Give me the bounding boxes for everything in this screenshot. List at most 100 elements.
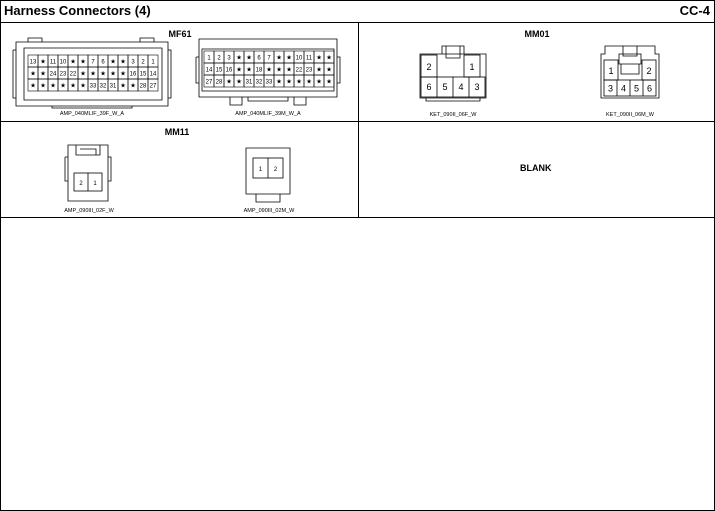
mf61-f-pin-label: 11 [50,60,57,66]
mf61-f-pin-label: ★ [80,58,86,66]
mf61-m-pin-label: ★ [236,54,242,62]
mm01-f-pin-5: 5 [442,82,447,92]
mf61-m-pin-label: 1 [207,56,211,62]
mf61-f-pin-label: ★ [120,70,126,78]
mm01-male-connector: 1 2 3 4 5 6 [600,45,660,99]
mf61-m-pin-label: ★ [276,78,282,86]
mf61-m-pin-label: ★ [286,66,292,74]
mf61-m-pin-label: ★ [266,66,272,74]
mm01-m-pin-4: 4 [621,84,626,94]
mf61-m-pin-label: 27 [206,80,213,86]
row-divider-1 [0,121,715,122]
mf61-m-pin-label: ★ [246,54,252,62]
mf61-m-pin-label: 16 [226,68,233,74]
mm01-m-pin-2: 2 [646,66,651,76]
mf61-m-pin-label: 3 [227,56,231,62]
mf61-f-pin-label: 2 [141,60,145,66]
mf61-m-pin-label: ★ [246,66,252,74]
mm01-m-pin-5: 5 [634,84,639,94]
mf61-f-pin-label: 27 [150,84,157,90]
mf61-m-pin-label: ★ [276,66,282,74]
mf61-m-pin-label: 7 [267,56,271,62]
mf61-title: MF61 [168,29,192,39]
mf61-f-cell [147,78,159,92]
mm11-f-pin-2: 2 [79,181,83,187]
mf61-m-pin-label: 33 [266,80,273,86]
mf61-m-pin-label: ★ [276,54,282,62]
mf61-m-pin-label: 23 [306,68,313,74]
mf61-m-pin-label: 2 [217,56,221,62]
mf61-f-pin-label: ★ [60,82,66,90]
mf61-f-pin-label: 7 [91,60,95,66]
mf61-m-pin-label: 11 [306,56,313,62]
mm01-female-caption: KET_090II_06F_W [429,112,477,118]
mf61-m-pin-label: ★ [326,66,332,74]
mf61-f-pin-label: 15 [140,72,147,78]
mf61-f-pin-label: 6 [101,60,105,66]
mf61-f-pin-label: ★ [90,70,96,78]
mf61-m-pin-label: ★ [316,54,322,62]
mf61-m-pin-label: 32 [256,80,263,86]
mf61-f-pin-label: 14 [150,72,157,78]
mm01-male-caption: KET_090II_06M_W [606,112,654,118]
mf61-m-pin-label: ★ [326,54,332,62]
mf61-f-pin-label: 32 [100,84,107,90]
mm11-female-caption: AMP_090III_02F_W [64,208,114,214]
mf61-male-caption: AMP_040MLIF_39M_W_A [235,111,301,117]
mf61-f-pin-label: ★ [70,82,76,90]
mf61-m-cell [323,74,335,88]
mf61-m-pin-label: 18 [256,68,263,74]
mf61-m-pin-label: 14 [206,68,213,74]
mm11-male-caption: AMP_090III_02M_W [243,208,295,214]
mf61-m-pin-label: 31 [246,80,253,86]
blank-label: BLANK [520,163,552,173]
mf61-m-pin-label: 10 [296,56,303,62]
mf61-f-pin-label: ★ [100,70,106,78]
mf61-f-pin-label: 13 [30,60,37,66]
mf61-m-pin-label: ★ [286,54,292,62]
mm01-f-pin-6: 6 [426,82,431,92]
mm01-m-pin-6: 6 [647,84,652,94]
mf61-m-pin-label: 6 [257,56,261,62]
mf61-female-caption: AMP_040MLIF_39F_W_A [59,111,125,117]
mm01-m-pin-3: 3 [608,84,613,94]
mf61-f-pin-label: ★ [110,70,116,78]
mf61-m-pin-label: ★ [236,78,242,86]
mm01-f-pin-3: 3 [474,82,479,92]
mf61-m-pin-label: ★ [326,78,332,86]
mf61-f-pin-label: ★ [80,82,86,90]
mf61-f-pin-label: 23 [60,72,67,78]
mm01-m-pin-1: 1 [608,66,613,76]
mf61-m-pin-label: ★ [316,78,322,86]
mm11-title: MM11 [164,127,190,137]
mf61-f-pin-label: 31 [110,84,117,90]
mm11-male-connector: 1 2 [245,147,291,203]
mf61-f-pin-label: 10 [60,60,67,66]
mf61-m-pin-label: ★ [286,78,292,86]
mm11-m-pin-2: 2 [274,167,278,173]
mf61-f-pin-label: ★ [120,82,126,90]
column-divider [358,22,359,218]
mf61-f-pin-label: 22 [70,72,77,78]
mf61-m-pin-label: 28 [216,80,223,86]
mf61-f-pin-label: ★ [50,82,56,90]
mf61-f-pin-label: 28 [140,84,147,90]
mf61-m-pin-label: ★ [316,66,322,74]
mf61-f-pin-label: 24 [50,72,57,78]
mm11-female-connector: 2 1 [64,144,112,202]
mm01-title: MM01 [524,29,550,39]
mf61-f-pin-label: 3 [131,60,135,66]
mm01-female-connector: 2 1 6 5 4 3 [419,45,487,102]
mf61-f-pin-label: ★ [40,70,46,78]
page-title: Harness Connectors (4) [4,3,151,18]
mf61-f-pin-label: ★ [30,82,36,90]
mf61-f-pin-label: ★ [80,70,86,78]
mf61-f-pin-label: ★ [120,58,126,66]
mf61-f-pin-label: ★ [70,58,76,66]
mm11-m-pin-1: 1 [259,167,263,173]
mf61-m-pin-label: 22 [296,68,303,74]
page-number: CC-4 [679,3,710,18]
mf61-f-pin-label: ★ [110,58,116,66]
